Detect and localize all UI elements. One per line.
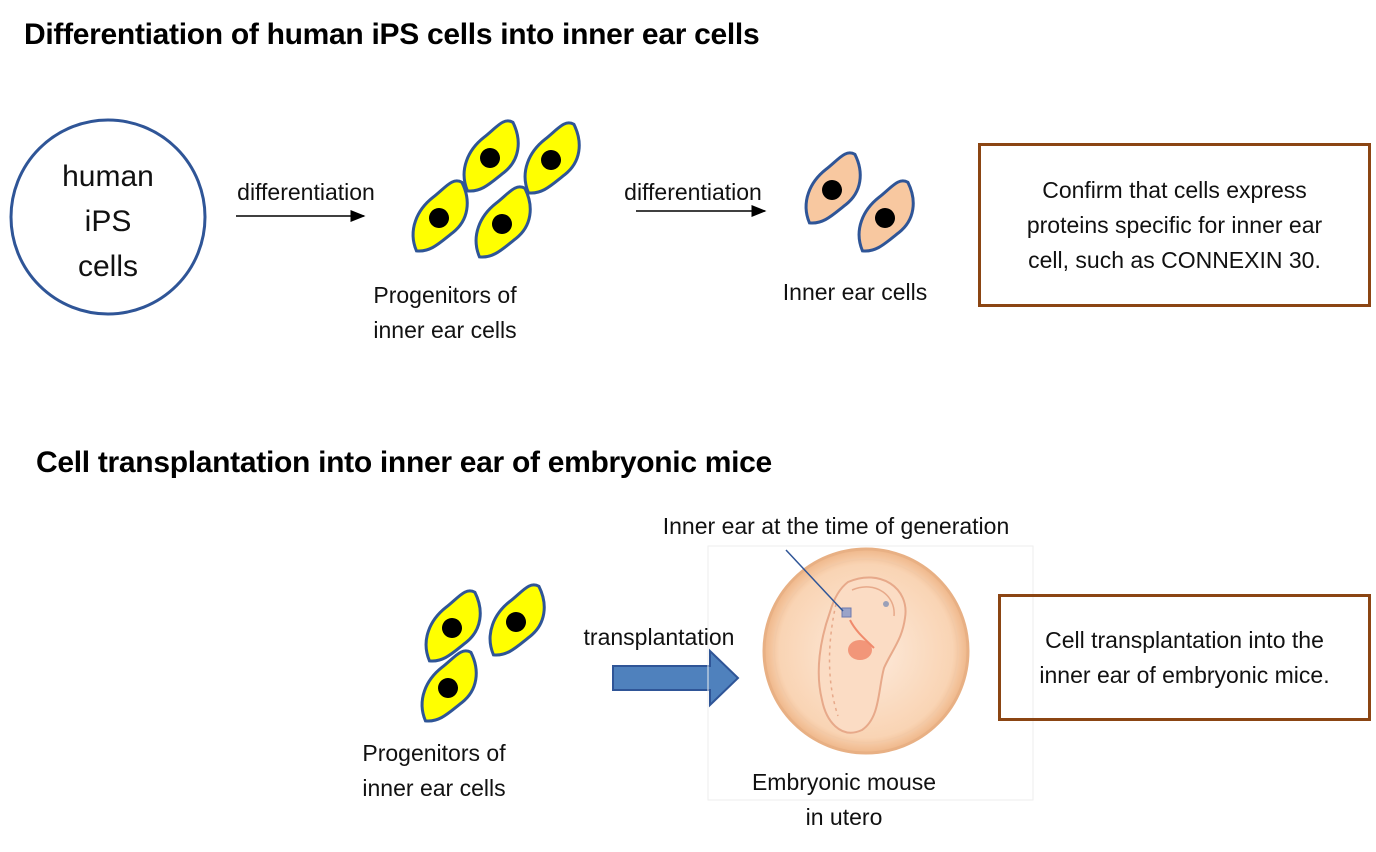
inner-ear-cells: [804, 151, 915, 253]
transplant-note-box: Cell transplantation into the inner ear …: [998, 594, 1371, 721]
progenitor-cell: [411, 179, 469, 253]
progenitor-cell: [488, 583, 546, 657]
embryo-label: Embryonic mouse in utero: [738, 765, 950, 835]
callout-label: Inner ear at the time of generation: [662, 513, 1010, 539]
inner-ear-cell: [804, 151, 862, 225]
progenitor-bottom-line2: inner ear cells: [362, 775, 506, 801]
transplant-note-line1: Cell transplantation into the: [1045, 626, 1324, 653]
ips-label-line3: cells: [77, 250, 138, 283]
progenitor-cell: [424, 589, 482, 663]
transplantation-arrow: [612, 648, 740, 708]
transplantation-label: transplantation: [583, 624, 735, 650]
progenitor-label-line2: inner ear cells: [373, 317, 517, 343]
confirmation-note-box: Confirm that cells express proteins spec…: [978, 143, 1371, 307]
embryo-label-line2: in utero: [805, 804, 883, 830]
differentiation-label-2: differentiation: [624, 179, 762, 205]
progenitor-bottom-line1: Progenitors of: [362, 740, 506, 766]
note-line2: proteins specific for inner ear: [1026, 211, 1323, 238]
progenitor-cell: [523, 121, 581, 195]
progenitor-label-top: Progenitors of inner ear cells: [348, 278, 542, 348]
embryo-label-line1: Embryonic mouse: [751, 769, 937, 795]
progenitor-cell: [462, 119, 520, 193]
progenitor-cells-bottom: [420, 583, 546, 723]
note-line3: cell, such as CONNEXIN 30.: [1028, 246, 1321, 273]
progenitor-cell: [420, 649, 478, 723]
ips-cell-circle: [9, 118, 207, 316]
progenitor-cell: [474, 185, 532, 259]
callout-line: [785, 549, 844, 612]
embryo-illustration: [762, 547, 970, 755]
inner-ear-cells-label: Inner ear cells: [782, 279, 928, 305]
progenitor-label-line1: Progenitors of: [373, 282, 517, 308]
progenitor-cells-top: [411, 119, 581, 259]
section2-title: Cell transplantation into inner ear of e…: [36, 446, 772, 479]
section1-title: Differentiation of human iPS cells into …: [24, 18, 760, 51]
transplant-note-line2: inner ear of embryonic mice.: [1039, 661, 1330, 688]
differentiation-label-1: differentiation: [237, 179, 375, 205]
progenitor-label-bottom: Progenitors of inner ear cells: [337, 736, 531, 806]
ips-label-line1: human: [62, 160, 154, 193]
inner-ear-cell: [857, 179, 915, 253]
note-line1: Confirm that cells express: [1042, 176, 1307, 203]
ips-cell-label: human iPS cells: [38, 154, 178, 289]
ips-label-line2: iPS: [84, 205, 132, 238]
embryo-image-frame: [707, 545, 1034, 801]
